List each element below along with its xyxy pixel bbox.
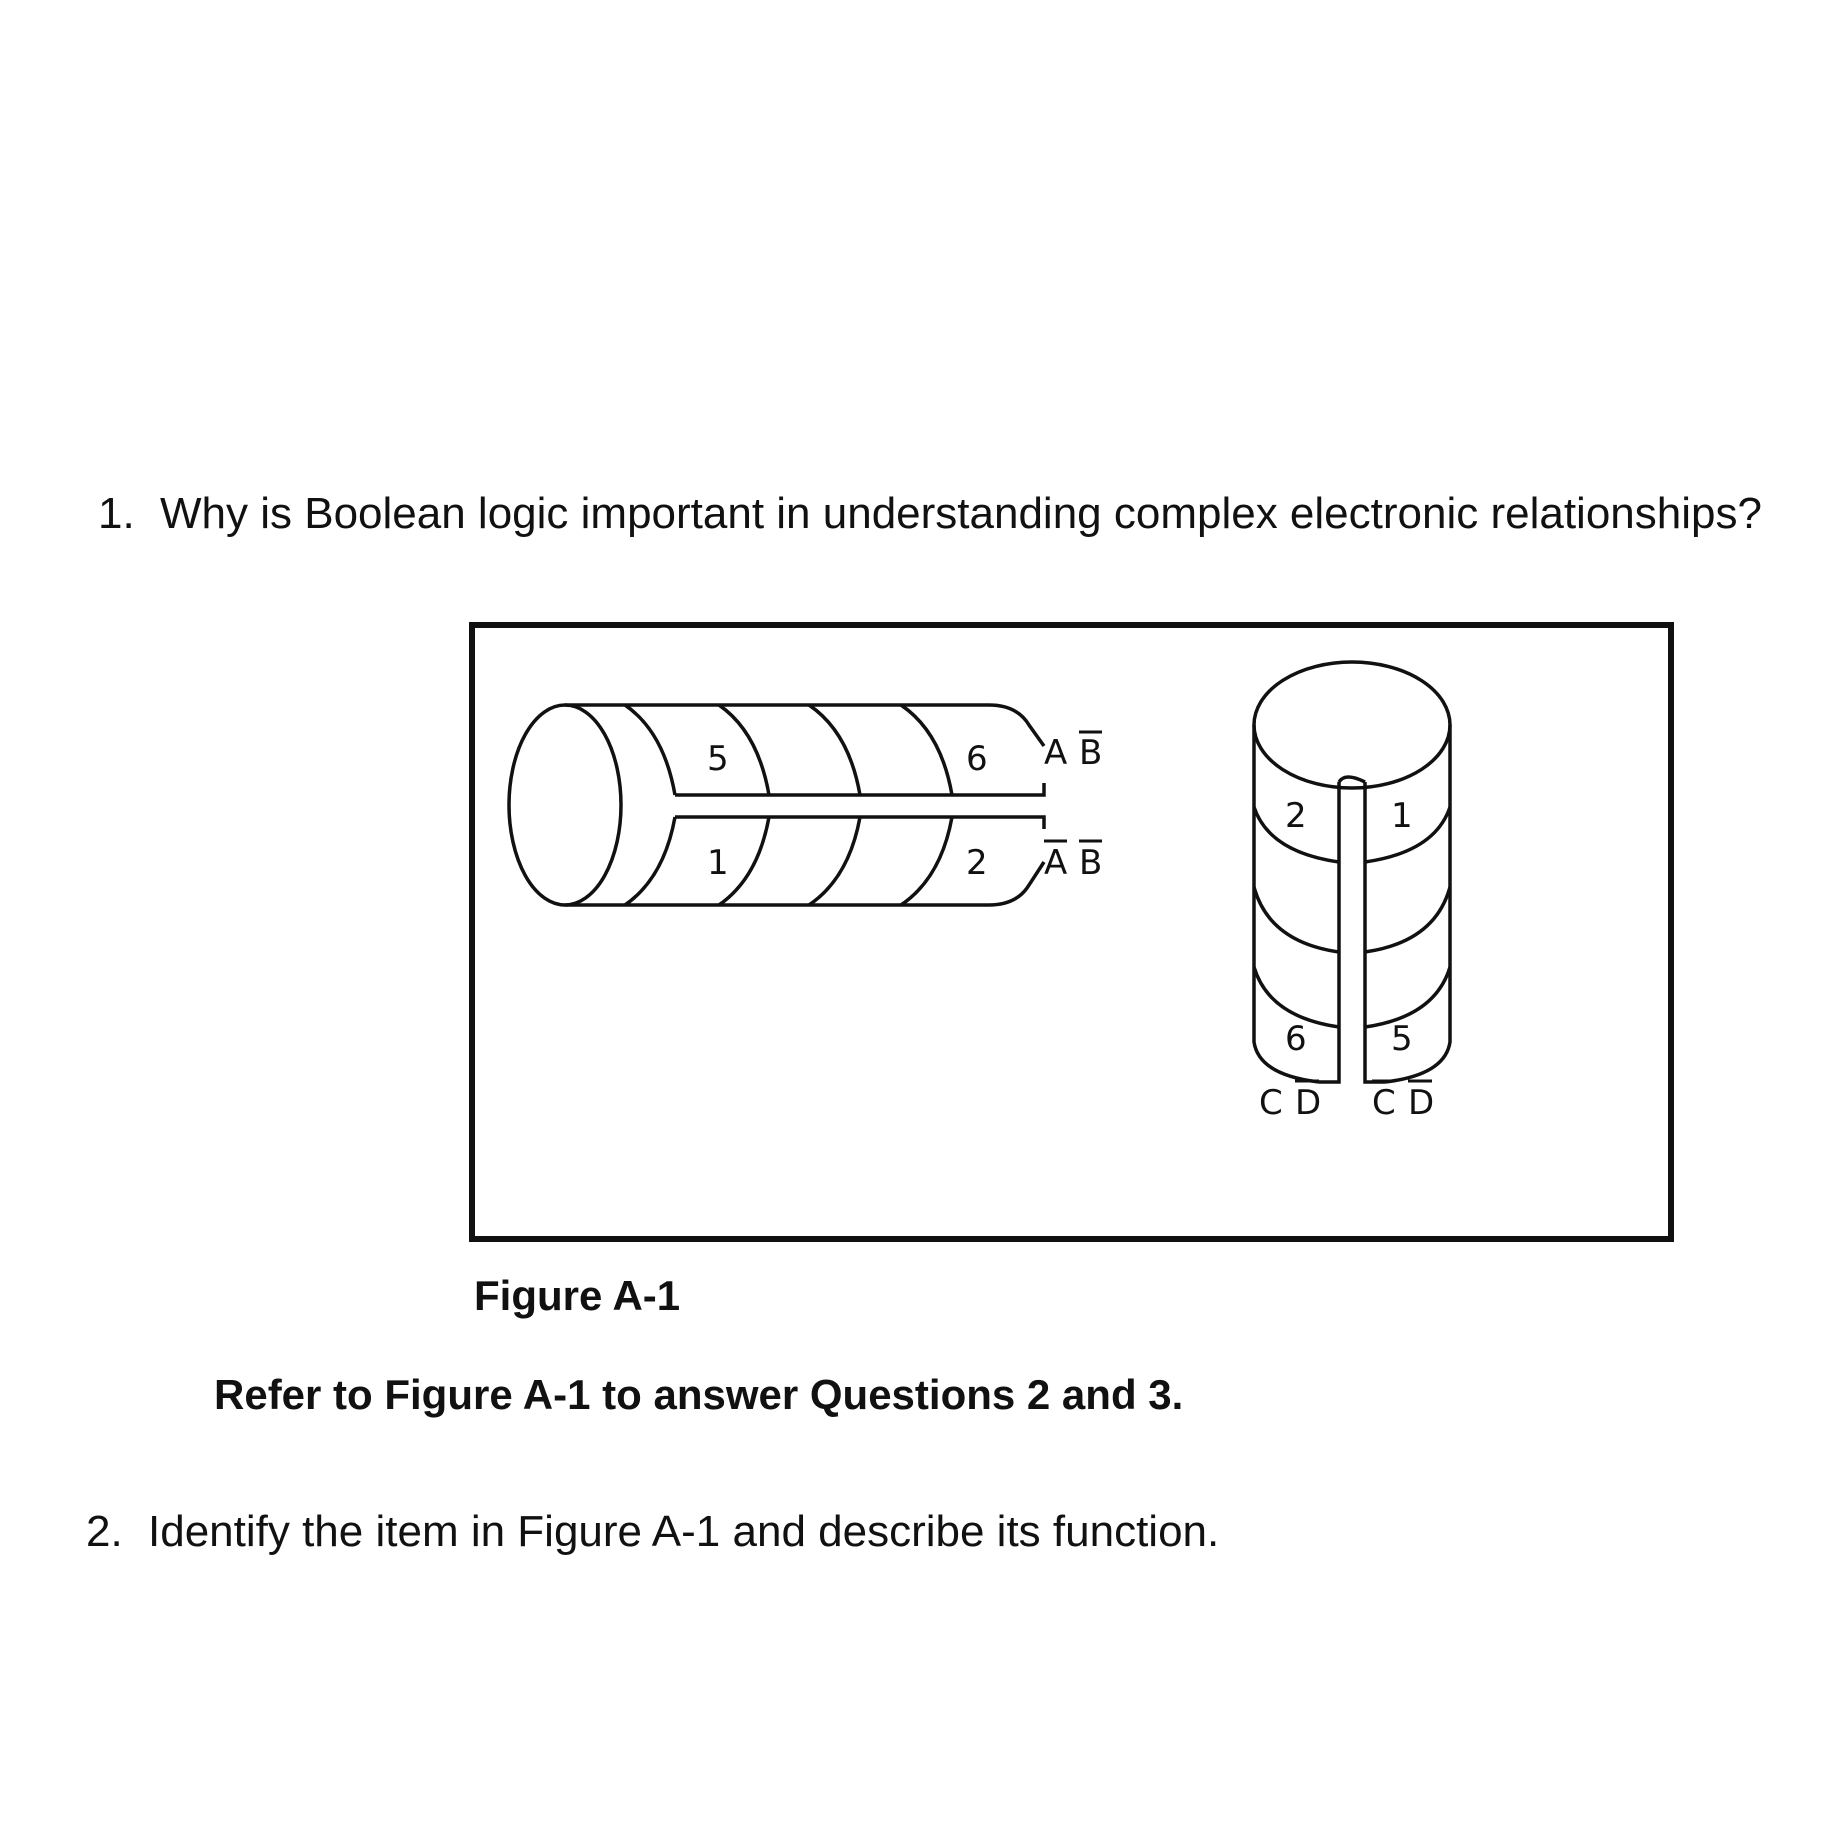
- question-2: 2. Identify the item in Figure A-1 and de…: [86, 1510, 1219, 1554]
- figure-caption: Figure A-1: [474, 1272, 681, 1319]
- figure-frame: [469, 622, 1674, 1242]
- segment-arc: [1364, 806, 1452, 864]
- h-cell-number-5: 5: [707, 739, 729, 779]
- vertical-cylinder-slit-right: [1363, 782, 1385, 1084]
- horizontal-cylinder-top-edge: [565, 703, 1046, 748]
- v-cell-number-1: 1: [1391, 796, 1413, 836]
- label-b: B: [1079, 733, 1102, 773]
- horizontal-cylinder-end-cap: [507, 703, 623, 907]
- question-1-text: Why is Boolean logic important in unders…: [160, 489, 1762, 538]
- segment-arc: [1364, 886, 1452, 954]
- horizontal-cylinder: [507, 703, 1046, 907]
- v-cell-number-5: 5: [1391, 1019, 1413, 1059]
- label-d: D: [1408, 1083, 1434, 1123]
- question-2-number: 2.: [86, 1507, 123, 1556]
- label-c-dbar: C D: [1259, 1079, 1321, 1123]
- horizontal-cylinder-bottom-edge: [565, 861, 1046, 907]
- label-d: D: [1295, 1083, 1321, 1123]
- segment-arc: [808, 703, 862, 796]
- segment-arc: [1364, 966, 1452, 1029]
- label-c: C: [1372, 1083, 1396, 1123]
- segment-arc: [718, 816, 771, 907]
- vertical-cylinder-right-side: [1384, 725, 1452, 1084]
- label-abar-bbar: A B: [1044, 839, 1102, 883]
- figure-a-1-diagram: 5 6 1 2 A B A B 2 1 6 5 C D: [469, 622, 1674, 1242]
- horizontal-cylinder-slit-top: [675, 783, 1046, 797]
- v-cell-number-6: 6: [1285, 1019, 1307, 1059]
- segment-arc: [624, 816, 677, 907]
- segment-arc: [718, 703, 771, 796]
- question-2-text: Identify the item in Figure A-1 and desc…: [148, 1507, 1220, 1556]
- label-b: B: [1079, 843, 1102, 883]
- label-cbar-dbar: C D: [1372, 1079, 1434, 1123]
- segment-arc: [1252, 806, 1340, 864]
- vertical-cylinder-slit-top: [1337, 775, 1366, 784]
- h-cell-number-6: 6: [966, 739, 988, 779]
- h-cell-number-2: 2: [966, 843, 988, 883]
- segment-arc: [1252, 886, 1340, 954]
- vertical-cylinder-top-cap: [1252, 660, 1452, 790]
- instruction-text: Refer to Figure A-1 to answer Questions …: [214, 1371, 1184, 1418]
- label-a: A: [1044, 733, 1067, 773]
- h-cell-number-1: 1: [707, 843, 729, 883]
- segment-arc: [900, 703, 954, 796]
- question-1-number: 1.: [98, 489, 135, 538]
- label-a-bbar: A B: [1044, 730, 1102, 773]
- segment-arc: [900, 816, 954, 907]
- segment-arc: [624, 703, 677, 796]
- question-1: 1. Why is Boolean logic important in unde…: [98, 492, 1762, 536]
- segment-arc: [1252, 966, 1340, 1029]
- label-c: C: [1259, 1083, 1283, 1123]
- segment-arc: [808, 816, 862, 907]
- horizontal-cylinder-slit-bottom: [675, 815, 1046, 829]
- vertical-cylinder: [1252, 660, 1452, 1084]
- vertical-cylinder-slit-left: [1319, 782, 1341, 1084]
- label-a: A: [1044, 843, 1067, 883]
- v-cell-number-2: 2: [1285, 796, 1307, 836]
